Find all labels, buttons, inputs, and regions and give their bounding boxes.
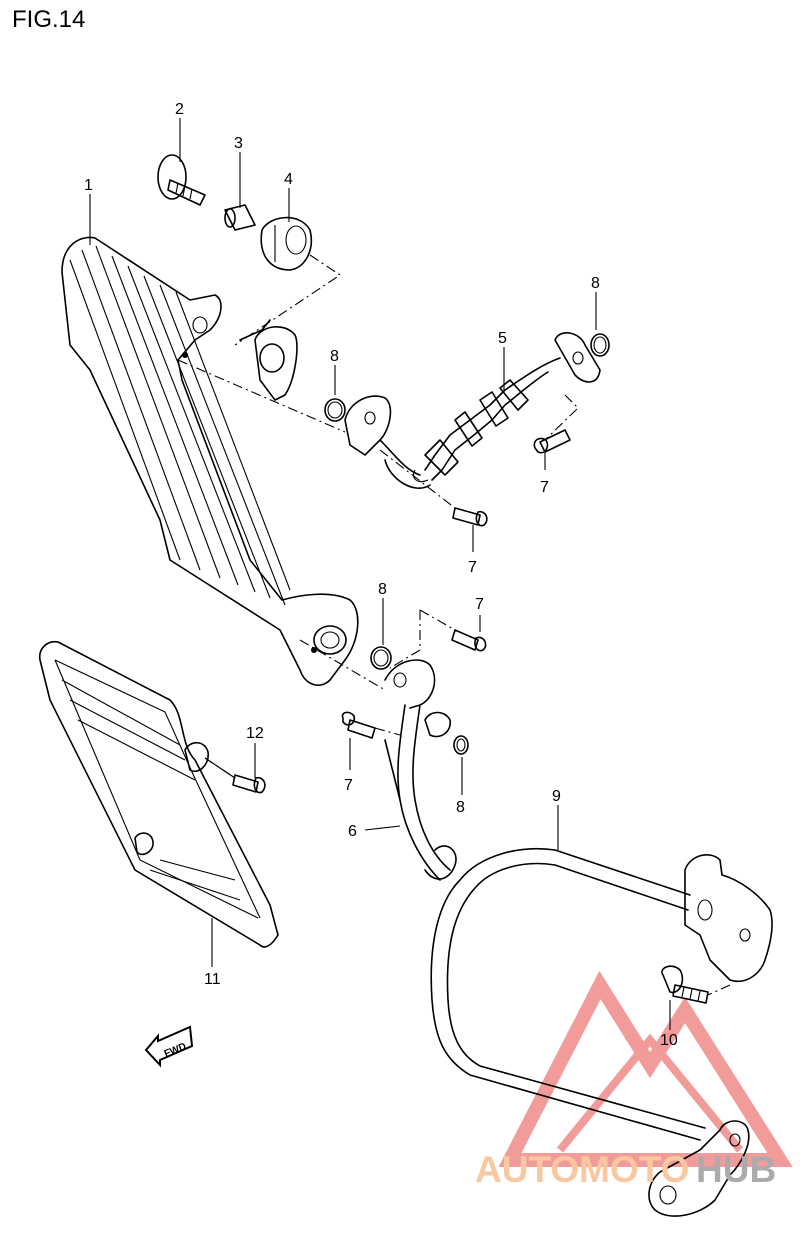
part-8-o-ring-b: [324, 398, 346, 422]
callout-2: 2: [175, 101, 184, 118]
callout-5: 5: [498, 330, 507, 347]
callout-4: 4: [284, 171, 293, 188]
hose-flange: [344, 395, 431, 489]
callout-8-c: 8: [378, 581, 387, 598]
fwd-direction-marker: FWD: [144, 1025, 194, 1068]
part-7-bolt-c: [451, 629, 487, 652]
callout-3: 3: [234, 135, 243, 152]
part-8-o-ring-d: [453, 735, 469, 755]
callout-11: 11: [204, 971, 221, 988]
oil-cooler: [61, 236, 359, 686]
part-11-cooler-screen: [38, 640, 279, 948]
callout-labels: 1 2 3 4 5 6 7 7 7 7 8 8 8 8 9 10 11 12: [84, 101, 678, 1049]
figure-title: FIG.14: [12, 6, 86, 33]
callout-8-a: 8: [591, 275, 600, 292]
callout-1: 1: [84, 177, 93, 194]
part-7-bolt-a: [533, 429, 571, 454]
callout-8-b: 8: [330, 348, 339, 365]
watermark-brand-hub: HUB: [696, 1149, 776, 1190]
part-8-o-ring-a: [590, 333, 610, 357]
leader-lines: [89, 118, 731, 1030]
callout-7-b: 7: [468, 559, 477, 576]
callout-7-c: 7: [475, 596, 484, 613]
callout-8-d: 8: [456, 799, 465, 816]
fwd-arrow-icon: [144, 1025, 194, 1068]
part-12-bolt: [232, 774, 266, 794]
part-10-flange-bolt: [661, 965, 709, 1004]
watermark-brand-automoto: AUTOMOTO: [475, 1149, 689, 1190]
callout-7-d: 7: [344, 777, 353, 794]
part-2-bolt-washer: [157, 154, 206, 206]
part-9-guard: [430, 847, 773, 1217]
part-4-grommet: [260, 216, 312, 271]
part-5-hose: [412, 332, 601, 483]
callout-12: 12: [246, 725, 264, 742]
part-8-o-ring-c: [370, 646, 392, 670]
part-3-collar: [224, 204, 256, 231]
callout-7-a: 7: [540, 479, 549, 496]
watermark-text: AUTOMOTO HUB: [475, 1149, 776, 1190]
part-7-bolt-b: [452, 507, 488, 527]
watermark-logo: [498, 970, 793, 1167]
callout-10: 10: [660, 1032, 678, 1049]
callout-9: 9: [552, 788, 561, 805]
part-6-oil-pipe: [384, 659, 457, 881]
callout-6: 6: [348, 823, 357, 840]
part-7-bolt-d: [341, 711, 376, 739]
